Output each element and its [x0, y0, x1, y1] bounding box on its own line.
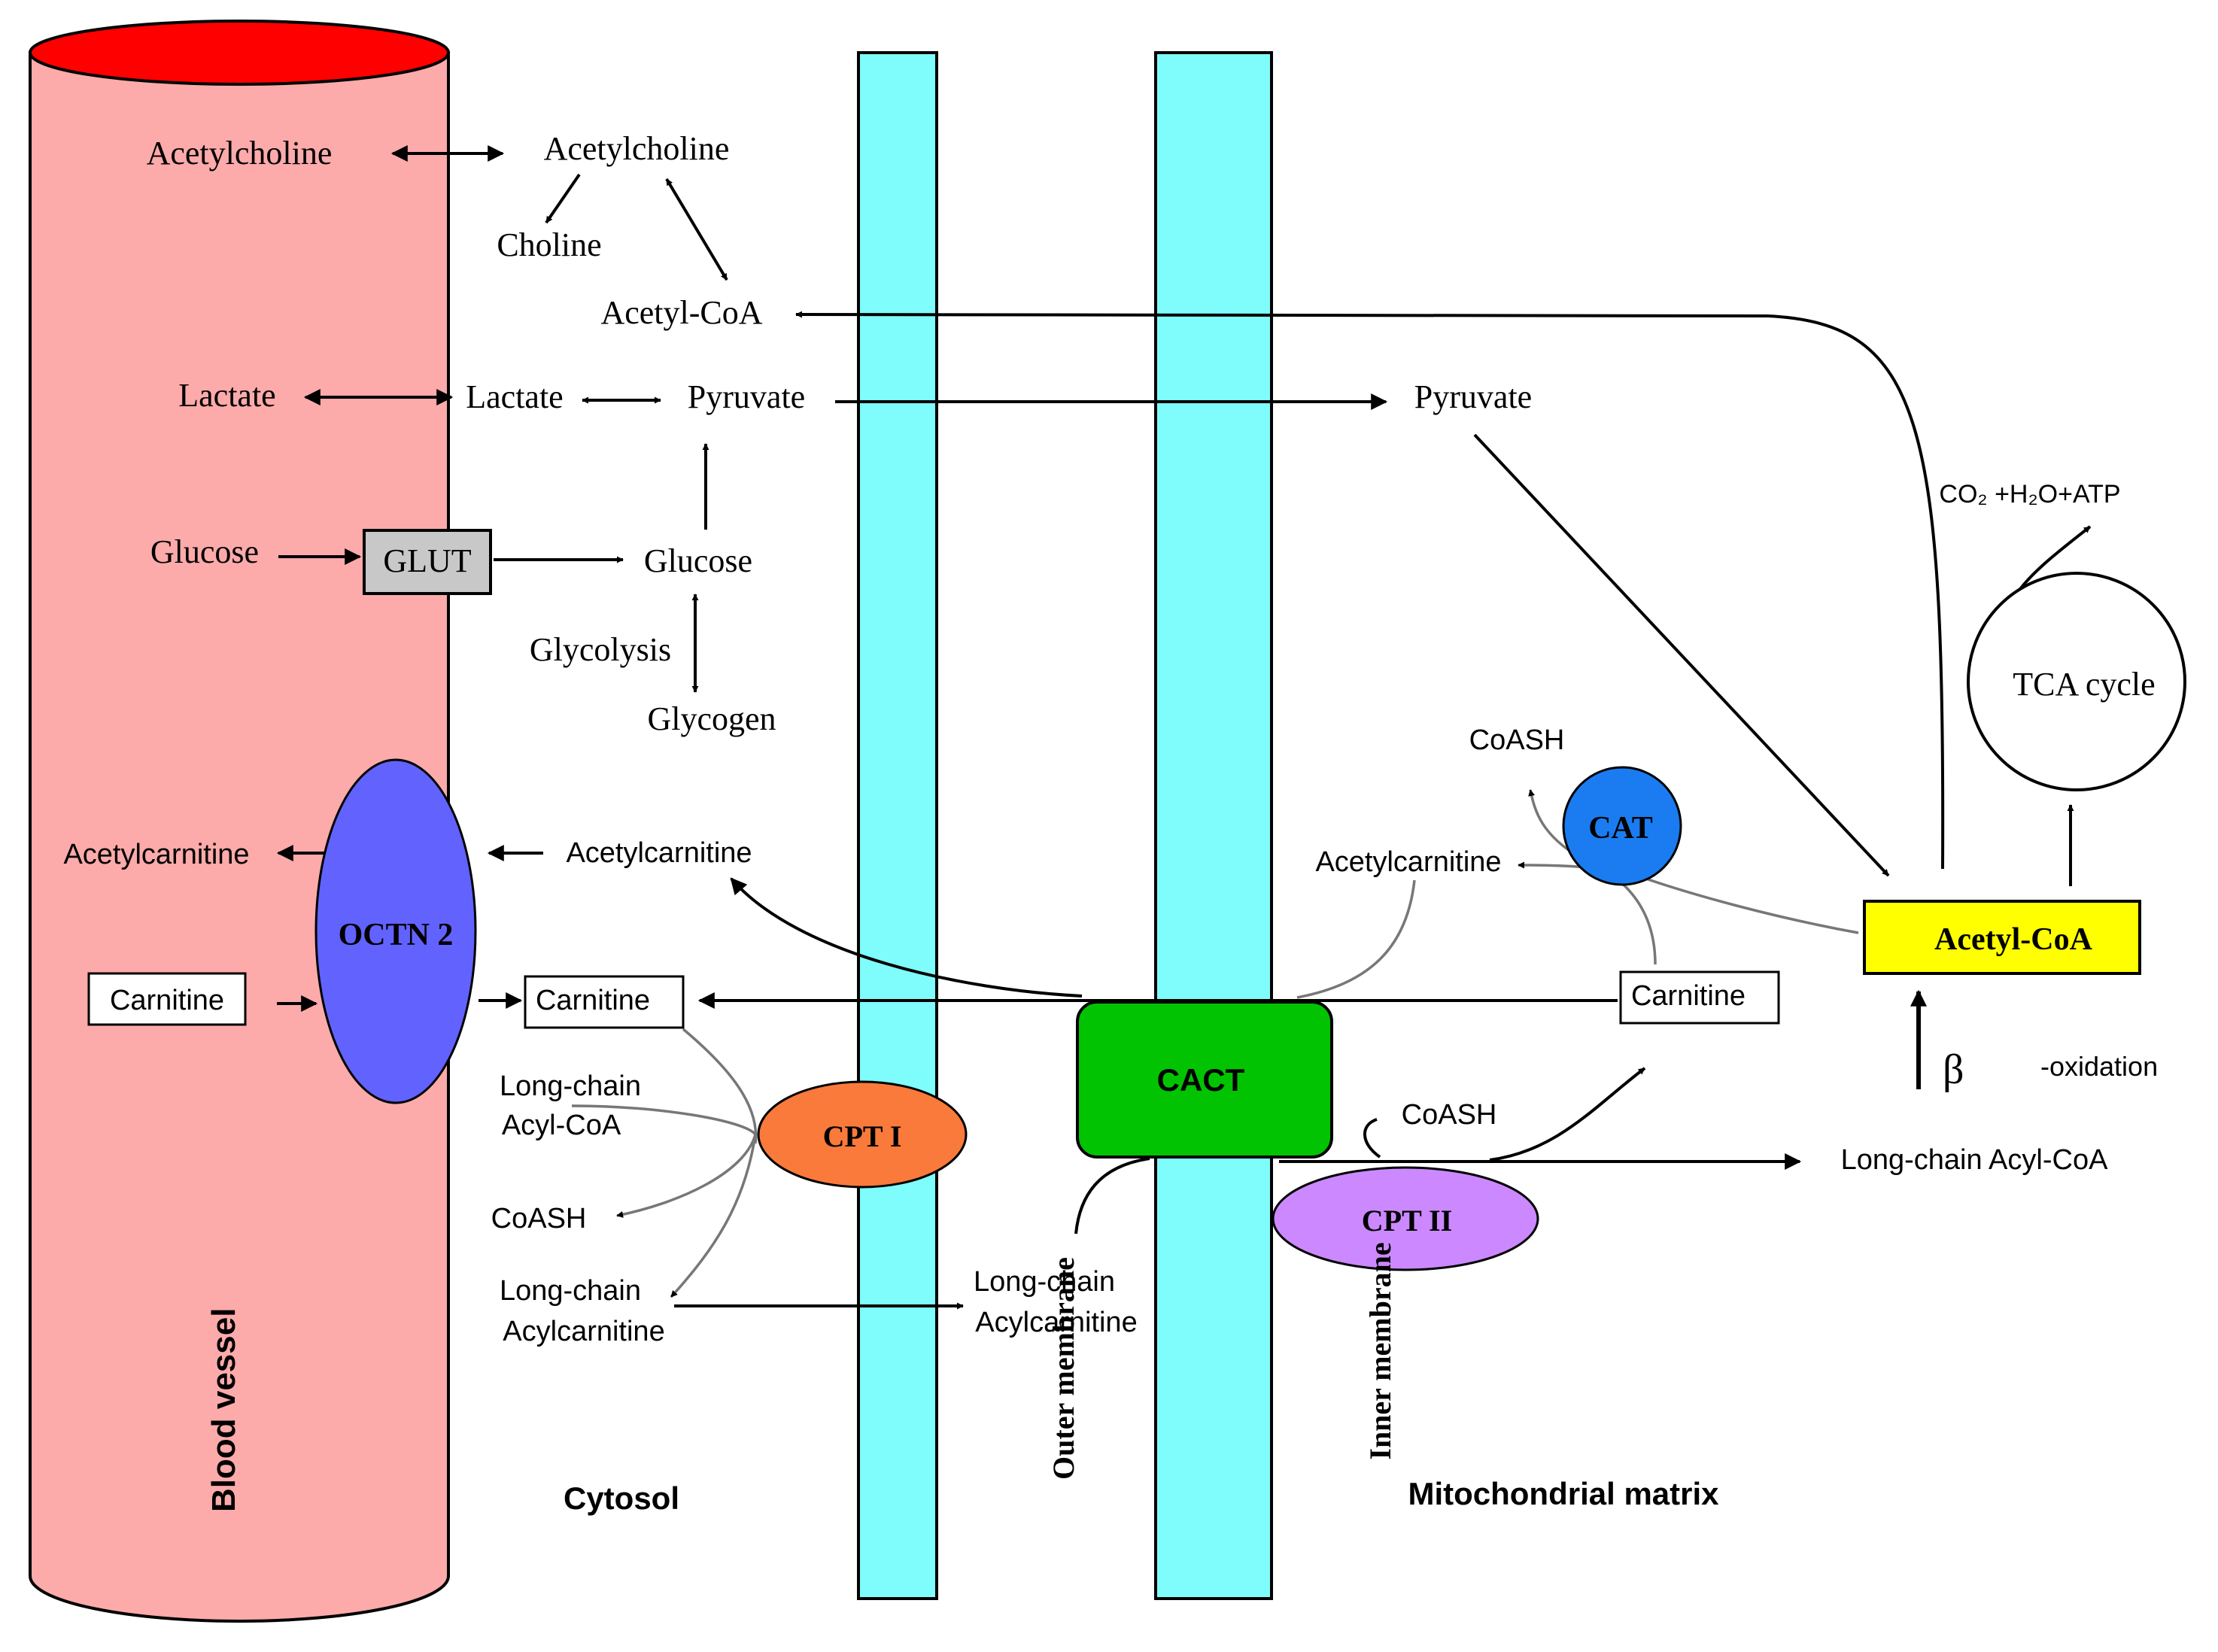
carnitine-blood-box	[87, 972, 247, 1026]
label-lactate-cytosol: Lactate	[466, 378, 563, 415]
outer-membrane-band	[857, 51, 938, 1600]
label-tca-cycle: TCA cycle	[2013, 666, 2155, 703]
coash-hook	[1363, 1118, 1381, 1159]
label-carnitine-blood: Carnitine	[110, 985, 224, 1016]
label-lcacylcarnitine-cytosol-2: Acylcarnitine	[503, 1316, 664, 1347]
label-lcacylcarnitine-ims-1: Long-chain	[974, 1266, 1115, 1298]
label-lcacylcoa-matrix: Long-chain Acyl-CoA	[1841, 1144, 2109, 1176]
arrow-cpt2-carnitine	[1489, 1067, 1646, 1162]
tca-cycle-circle	[1967, 572, 2186, 791]
arrow-lcacylcarnitine-cact	[1074, 1157, 1150, 1234]
blood-vessel	[29, 20, 450, 1623]
acetylcoa-box	[1863, 900, 2141, 975]
arrow-acetylcarnitine-cact	[1296, 879, 1416, 999]
label-octn2: OCTN 2	[339, 918, 454, 952]
inner-membrane-band	[1154, 51, 1273, 1600]
label-beta-oxidation: -oxidation	[2040, 1051, 2158, 1082]
label-choline: Choline	[497, 226, 601, 263]
label-acetylcholine-cytosol: Acetylcholine	[544, 130, 730, 167]
label-acetylcarnitine-matrix: Acetylcarnitine	[1315, 846, 1501, 878]
arrow-acetylcholine-choline	[545, 173, 581, 224]
carnitine-cytosol-box	[524, 975, 685, 1029]
label-glucose-cytosol: Glucose	[644, 542, 752, 579]
vessel-opening	[29, 20, 450, 86]
label-pyruvate-matrix: Pyruvate	[1414, 378, 1532, 415]
label-outer-membrane: Outer membrane	[1047, 1257, 1080, 1480]
curve-lcacylcoa-cpt1	[571, 1104, 757, 1136]
label-lactate-blood: Lactate	[178, 377, 275, 414]
label-carnitine-matrix: Carnitine	[1631, 980, 1746, 1012]
arrow-acetylcoa-acetylcarnitine	[1518, 861, 1859, 934]
label-co2-h2o-atp: CO₂ +H₂O+ATP	[1939, 480, 2120, 509]
label-lcacylcoa-cytosol-2: Acyl-CoA	[502, 1110, 621, 1141]
arrow-acetylcholine-acetylcoa	[665, 178, 728, 281]
label-cact: CACT	[1157, 1062, 1245, 1098]
label-glucose-blood: Glucose	[150, 533, 259, 570]
arrow-pyruvate-acetylcoa	[1473, 433, 1890, 877]
label-coash-cytosol: CoASH	[491, 1203, 587, 1234]
label-pyruvate-cytosol: Pyruvate	[688, 378, 805, 415]
grey-arrows	[571, 789, 1859, 1298]
label-cpt1: CPT I	[823, 1119, 902, 1153]
octn2-ellipse	[314, 758, 477, 1104]
label-acetylcoa-matrix: Acetyl-CoA	[1934, 922, 2093, 957]
label-lcacylcoa-cytosol-1: Long-chain	[500, 1070, 641, 1102]
arrow-cpt1-coash	[616, 1134, 757, 1218]
glut-transporter	[363, 529, 492, 595]
label-glut: GLUT	[383, 542, 471, 579]
cpt2-ellipse	[1272, 1166, 1539, 1271]
cat-circle	[1562, 766, 1682, 886]
label-cpt2: CPT II	[1362, 1204, 1452, 1237]
curve-carnitine-cpt1	[682, 1028, 758, 1144]
cact-box	[1076, 1001, 1333, 1159]
cpt1-ellipse	[757, 1080, 968, 1189]
label-carnitine-cytosol: Carnitine	[536, 985, 650, 1016]
label-acetylcoa-cytosol: Acetyl-CoA	[600, 294, 762, 331]
carnitine-matrix-box	[1619, 970, 1780, 1025]
label-acetylcarnitine-blood: Acetylcarnitine	[63, 839, 249, 870]
label-blood-vessel: Blood vessel	[205, 1308, 242, 1512]
arrow-acetylcoa-export	[795, 311, 1945, 870]
arrow-cpt1-lcacylcarnitine	[670, 1134, 757, 1298]
label-acetylcarnitine-cytosol: Acetylcarnitine	[566, 837, 752, 869]
label-coash-matrix-bottom: CoASH	[1402, 1099, 1497, 1131]
label-inner-membrane: Inner membrane	[1363, 1242, 1397, 1459]
label-lcacylcarnitine-cytosol-1: Long-chain	[500, 1275, 641, 1307]
label-coash-matrix-top: CoASH	[1469, 724, 1565, 756]
label-cytosol-region: Cytosol	[564, 1480, 679, 1516]
label-acetylcholine-blood: Acetylcholine	[147, 135, 333, 172]
label-beta-symbol: β	[1943, 1046, 1964, 1093]
label-mitochondrial-matrix: Mitochondrial matrix	[1408, 1476, 1719, 1511]
label-cat: CAT	[1588, 811, 1653, 846]
label-glycolysis: Glycolysis	[530, 631, 671, 668]
label-lcacylcarnitine-ims-2: Acylcarnitine	[975, 1307, 1137, 1338]
label-glycogen: Glycogen	[647, 700, 776, 737]
arrow-cact-acetylcarnitine	[730, 877, 1083, 998]
